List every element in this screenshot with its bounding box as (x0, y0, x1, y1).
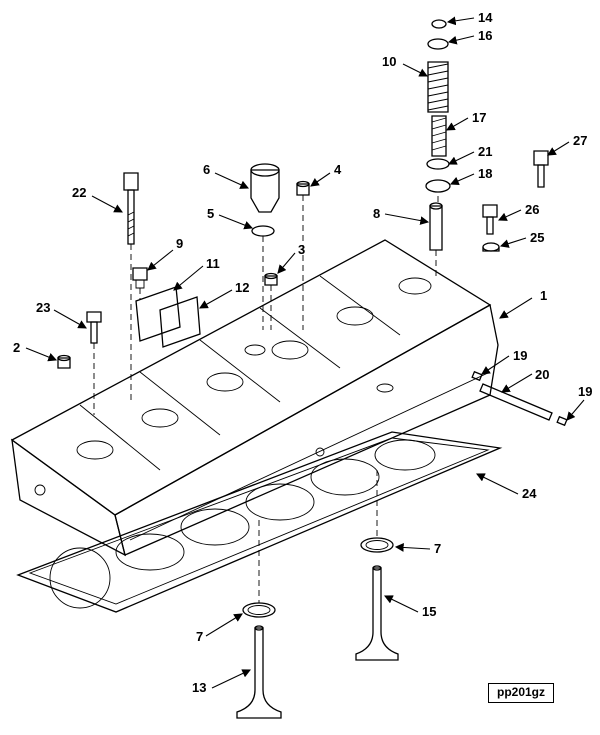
callout-16: 16 (478, 28, 492, 43)
valve-spring-stack (425, 19, 451, 193)
valve-seat-ring-right (360, 537, 394, 553)
sleeve-o-ring (251, 225, 275, 237)
leader-arrows (25, 16, 585, 689)
bolt-26 (482, 204, 498, 235)
bolt-27 (533, 150, 549, 188)
callout-10: 10 (382, 54, 396, 69)
callout-11: 11 (206, 256, 220, 271)
callout-9: 9 (176, 236, 183, 251)
callout-17: 17 (472, 110, 486, 125)
cylinder-head-block (10, 239, 499, 557)
callout-7-right: 7 (434, 541, 441, 556)
callout-22: 22 (72, 185, 86, 200)
callout-21: 21 (478, 144, 492, 159)
callout-13: 13 (192, 680, 206, 695)
valve-guide (429, 202, 443, 251)
fitting-9 (132, 267, 148, 289)
washer-25 (482, 242, 500, 252)
valve-seat-ring-left (242, 602, 276, 618)
intake-valve (236, 625, 282, 719)
callout-5: 5 (207, 206, 214, 221)
callout-24: 24 (522, 486, 537, 501)
callout-26: 26 (525, 202, 539, 217)
alignment-lines (93, 195, 439, 603)
callout-1: 1 (540, 288, 547, 303)
plug-4 (296, 180, 310, 196)
dowel-retainer-1 (471, 370, 483, 382)
plug-3 (264, 272, 278, 286)
callout-15: 15 (422, 604, 436, 619)
callout-20: 20 (535, 367, 549, 382)
callout-23: 23 (36, 300, 50, 315)
figure-code-label: pp201gz (488, 683, 554, 703)
callout-25: 25 (530, 230, 544, 245)
callout-27: 27 (573, 133, 587, 148)
cover-plate-gasket (159, 296, 201, 348)
bolt-22 (123, 172, 139, 245)
bolt-23 (86, 311, 102, 344)
cover-plate (135, 286, 181, 342)
callout-4: 4 (334, 162, 342, 177)
callout-18: 18 (478, 166, 492, 181)
callout-19-bottom: 19 (578, 384, 592, 399)
head-gasket (16, 431, 503, 613)
injector-sleeve (250, 163, 280, 213)
dowel-retainer-2 (556, 415, 568, 427)
callout-19-top: 19 (513, 348, 527, 363)
callout-3: 3 (298, 242, 305, 257)
callout-8: 8 (373, 206, 380, 221)
callout-14: 14 (478, 10, 493, 25)
callout-6: 6 (203, 162, 210, 177)
exhaust-valve (355, 565, 399, 661)
callout-12: 12 (235, 280, 249, 295)
callout-labels: 14 16 10 17 21 18 27 6 4 22 5 8 26 25 9 … (13, 10, 592, 695)
callout-7-left: 7 (196, 629, 203, 644)
dowel-rod (479, 383, 553, 421)
plug-2 (57, 354, 71, 369)
callout-2: 2 (13, 340, 20, 355)
